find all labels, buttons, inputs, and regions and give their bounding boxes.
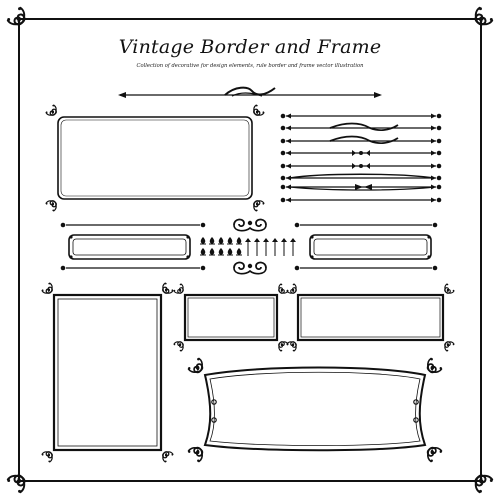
rule-divider — [280, 122, 442, 132]
rectangular-frame — [296, 293, 445, 342]
corner-flourish-icon — [253, 200, 265, 212]
title-divider — [118, 86, 382, 98]
fleur-de-lis-icon — [236, 248, 242, 256]
fleur-de-lis-icon — [218, 237, 224, 245]
corner-flourish-icon — [162, 451, 174, 463]
corner-flourish-icon — [187, 357, 204, 374]
corner-flourish-icon — [278, 341, 289, 352]
rectangular-frame-inner — [187, 297, 275, 338]
scroll-ornament-icon — [233, 261, 267, 275]
fleur-de-lis-icon — [227, 248, 233, 256]
corner-flourish-icon — [426, 357, 443, 374]
corner-flourish-icon — [253, 104, 265, 116]
rule-divider — [280, 163, 442, 169]
scroll-ornament-icon — [211, 399, 217, 405]
rectangular-frame-inner — [300, 297, 441, 338]
rule-divider — [280, 135, 442, 145]
corner-flourish-icon — [444, 283, 455, 294]
page-subtitle: Collection of decorative for design elem… — [136, 63, 364, 69]
corner-flourish-icon — [278, 283, 289, 294]
arrow-divider-icon — [272, 238, 278, 256]
rule-divider — [280, 173, 442, 181]
corner-flourish-icon — [173, 341, 184, 352]
corner-flourish-icon — [187, 446, 204, 463]
rule-divider — [280, 184, 442, 191]
arrow-divider-icon — [254, 238, 260, 256]
corner-flourish-icon — [173, 283, 184, 294]
rule-divider — [280, 113, 442, 119]
corner-flourish-icon — [41, 451, 53, 463]
scroll-ornament-icon — [233, 218, 267, 232]
corner-flourish-icon — [41, 282, 53, 294]
vertical-frame-inner — [57, 298, 158, 447]
corner-flourish-icon — [45, 200, 57, 212]
corner-flourish-icon — [286, 283, 297, 294]
corner-flourish-icon — [474, 6, 494, 26]
rectangular-frame — [183, 293, 279, 342]
fleur-de-lis-icon — [200, 237, 206, 245]
rule-divider — [60, 222, 438, 228]
scroll-ornament-icon — [413, 417, 419, 423]
corner-flourish-icon — [426, 446, 443, 463]
fleur-de-lis-icon — [227, 237, 233, 245]
bracket-frame-inner — [60, 119, 250, 197]
corner-flourish-icon — [45, 104, 57, 116]
corner-flourish-icon — [444, 341, 455, 352]
rule-divider — [60, 265, 438, 271]
rule-divider — [280, 150, 442, 156]
corner-flourish-icon — [162, 282, 174, 294]
arrow-divider-icon — [263, 238, 269, 256]
corner-flourish-icon — [286, 341, 297, 352]
fleur-de-lis-icon — [200, 248, 206, 256]
arrow-divider-icon — [290, 238, 296, 256]
fleur-de-lis-icon — [236, 237, 242, 245]
corner-flourish-icon — [6, 474, 26, 494]
bracket-frame — [57, 116, 253, 200]
vertical-frame — [52, 293, 163, 452]
outer-border-frame — [18, 18, 482, 482]
plate-frame — [68, 234, 191, 260]
arrow-divider-icon — [245, 238, 251, 256]
corner-flourish-icon — [6, 6, 26, 26]
corner-flourish-icon — [474, 474, 494, 494]
curved-frame — [203, 366, 427, 452]
plate-frame — [309, 234, 432, 260]
fleur-de-lis-icon — [209, 237, 215, 245]
scroll-ornament-icon — [413, 399, 419, 405]
fleur-de-lis-icon — [218, 248, 224, 256]
fleur-de-lis-icon — [209, 248, 215, 256]
rule-divider — [280, 197, 442, 203]
page-title: Vintage Border and Frame — [118, 36, 382, 58]
scroll-ornament-icon — [211, 417, 217, 423]
arrow-divider-icon — [281, 238, 287, 256]
